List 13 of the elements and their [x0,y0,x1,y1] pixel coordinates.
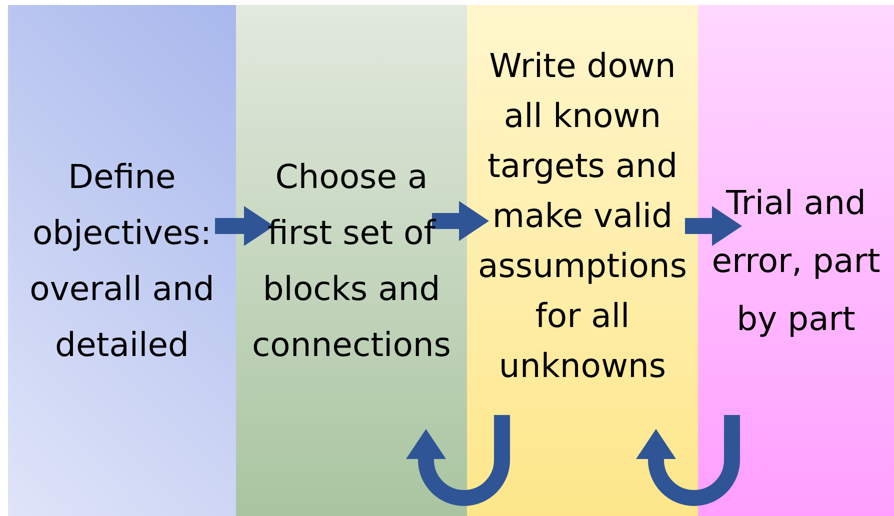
step-text: Trial and error, part by part [710,182,882,340]
step-text: Choose a first set of blocks and connections [250,156,452,366]
arrow [685,206,742,246]
stage-band [467,5,698,516]
step-text: Define objectives: overall and detailed [28,156,216,366]
arrow [406,415,510,506]
step-text: Write down all known targets and make valid assumptions for all unknowns [476,44,688,386]
arrow [432,201,489,241]
stage-band [698,5,894,516]
arrow [636,415,740,506]
stage-band [8,5,236,516]
stage-band [236,5,467,516]
arrow [215,206,274,246]
